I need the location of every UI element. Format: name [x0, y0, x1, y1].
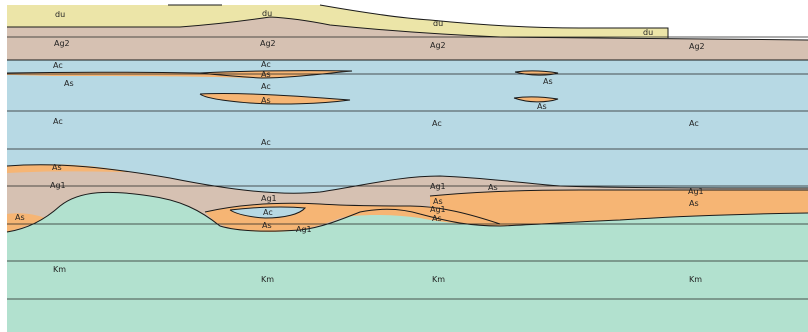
label-km: Km [53, 265, 66, 274]
label-as: As [433, 197, 443, 206]
label-as: As [262, 221, 272, 230]
label-ac: Ac [689, 119, 699, 128]
label-ag2: Ag2 [430, 41, 446, 50]
label-as: As [261, 96, 271, 105]
label-as: As [64, 79, 74, 88]
label-as: As [689, 199, 699, 208]
label-ac: Ac [53, 117, 63, 126]
label-ac: Ac [261, 60, 271, 69]
du-base-line [7, 16, 808, 41]
label-ac: Ac [261, 82, 271, 91]
ag1-internal-line [204, 189, 808, 225]
label-ag2: Ag2 [54, 39, 70, 48]
label-as: As [261, 70, 271, 79]
label-km: Km [261, 275, 274, 284]
label-ag2: Ag2 [260, 39, 276, 48]
as-sand-right-layer [430, 190, 808, 226]
as-lens-outline [6, 70, 559, 105]
label-as: As [488, 183, 498, 192]
label-ac: Ac [432, 119, 442, 128]
label-ac: Ac [263, 208, 273, 217]
label-du: du [643, 28, 653, 37]
label-ag1: Ag1 [430, 182, 446, 191]
label-ag1: Ag1 [296, 225, 312, 234]
as-band-upper-left [7, 164, 130, 173]
label-du: du [433, 19, 443, 28]
label-du: du [55, 10, 65, 19]
label-ag2: Ag2 [689, 42, 705, 51]
as-sand-main-layer [7, 213, 45, 232]
label-as: As [432, 214, 442, 223]
label-ag1: Ag1 [688, 187, 704, 196]
label-km: Km [432, 275, 445, 284]
label-ag1: Ag1 [50, 181, 66, 190]
label-as: As [537, 102, 547, 111]
du-surface-layer [7, 5, 668, 38]
surface-line [168, 4, 669, 38]
ac-inlay-lower [230, 206, 305, 218]
label-as: As [543, 77, 553, 86]
label-ac: Ac [53, 61, 63, 70]
label-as: As [52, 163, 62, 172]
ag2-gravel-layer [7, 17, 808, 60]
ag1-lower-layer [7, 164, 808, 232]
reference-grid [7, 36, 808, 300]
layer-labels: du du du du Ag2 Ag2 Ag2 Ag2 Ac Ac Ac Ac … [15, 9, 705, 284]
label-du: du [262, 9, 272, 18]
label-as: As [15, 213, 25, 222]
label-ac: Ac [261, 138, 271, 147]
label-km: Km [689, 275, 702, 284]
ac-base-line [6, 164, 808, 194]
boundary-lines [6, 4, 808, 233]
km-top-line [6, 191, 808, 233]
label-ag1: Ag1 [261, 194, 277, 203]
as-lens-center [200, 93, 350, 104]
label-ag1: Ag1 [430, 205, 446, 214]
